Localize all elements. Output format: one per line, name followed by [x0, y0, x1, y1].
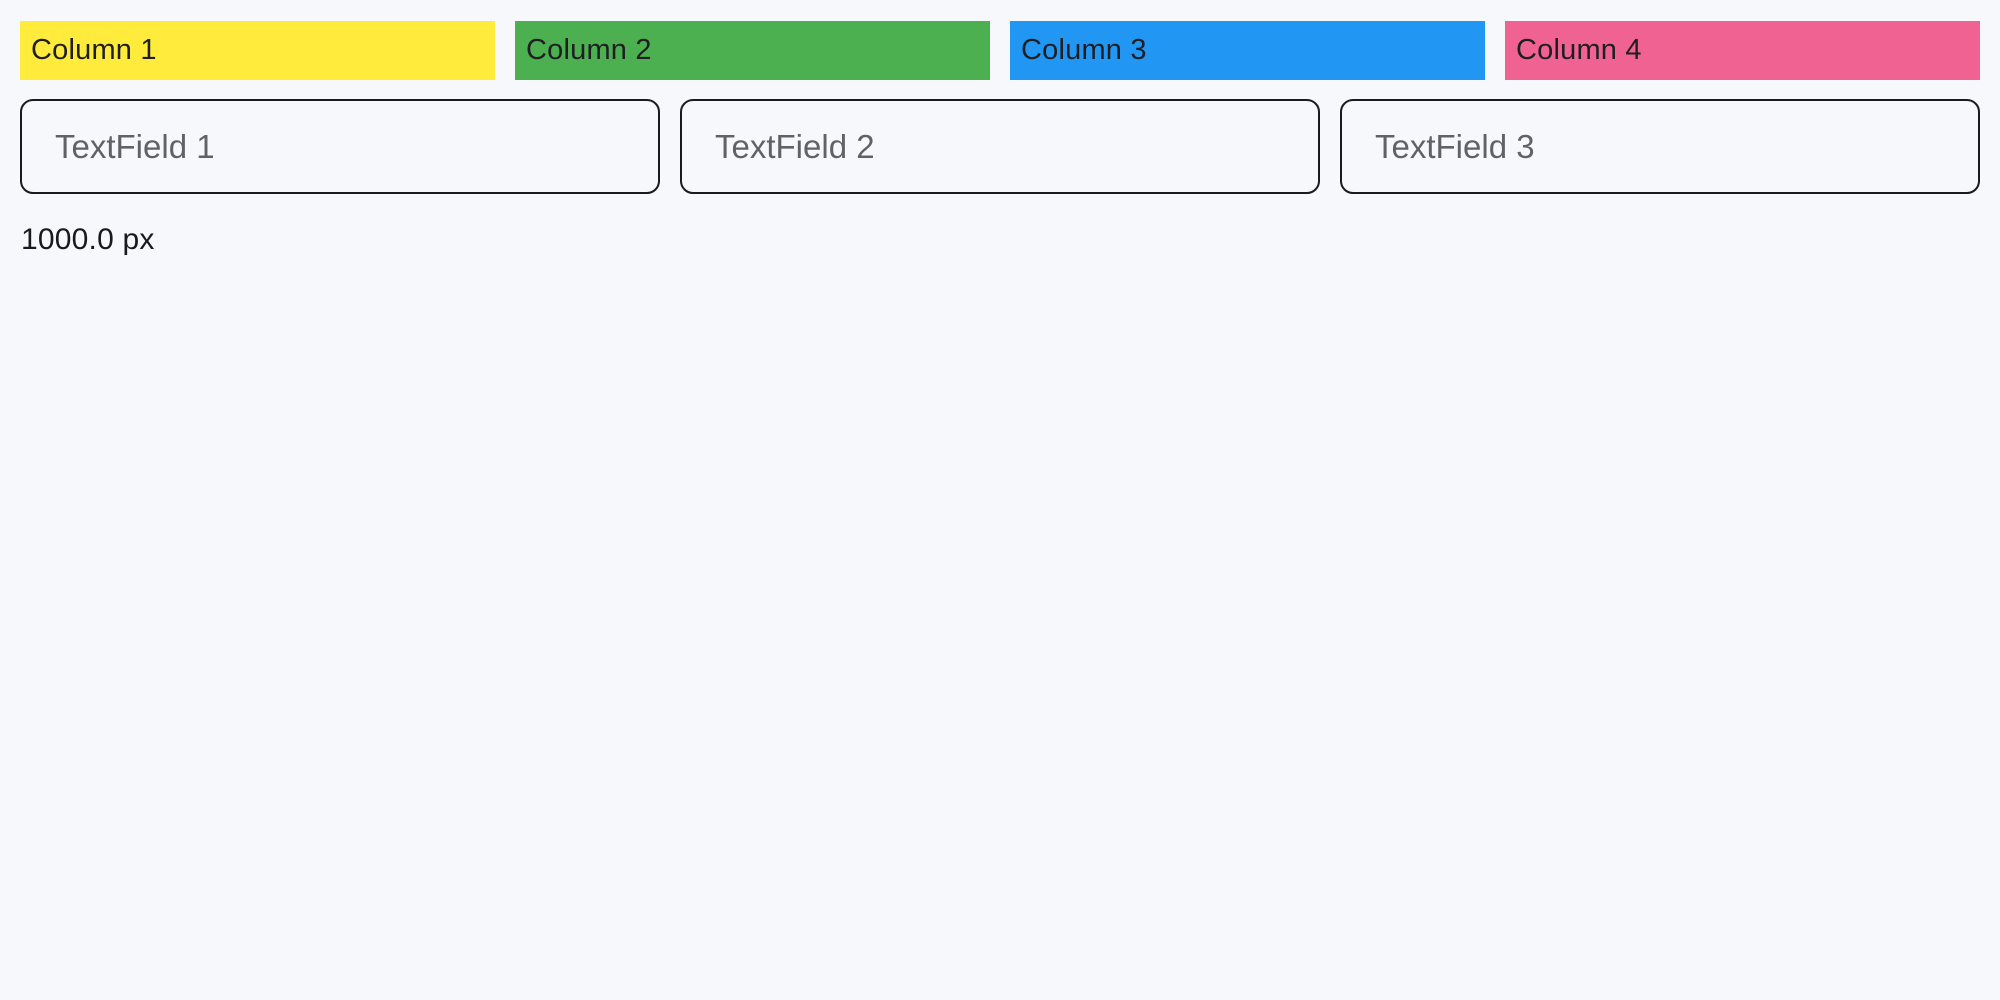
columns-row: Column 1 Column 2 Column 3 Column 4 — [20, 21, 1980, 80]
page-width-label: 1000.0 px — [21, 223, 155, 256]
column-block-2: Column 2 — [515, 21, 990, 80]
column-3-label: Column 3 — [1021, 34, 1147, 66]
textfields-row — [20, 99, 1980, 194]
textfield-1[interactable] — [20, 99, 660, 194]
column-2-label: Column 2 — [526, 34, 652, 66]
column-1-label: Column 1 — [31, 34, 157, 66]
textfield-2[interactable] — [680, 99, 1320, 194]
column-4-label: Column 4 — [1516, 34, 1642, 66]
textfield-3[interactable] — [1340, 99, 1980, 194]
column-block-1: Column 1 — [20, 21, 495, 80]
column-block-3: Column 3 — [1010, 21, 1485, 80]
column-block-4: Column 4 — [1505, 21, 1980, 80]
